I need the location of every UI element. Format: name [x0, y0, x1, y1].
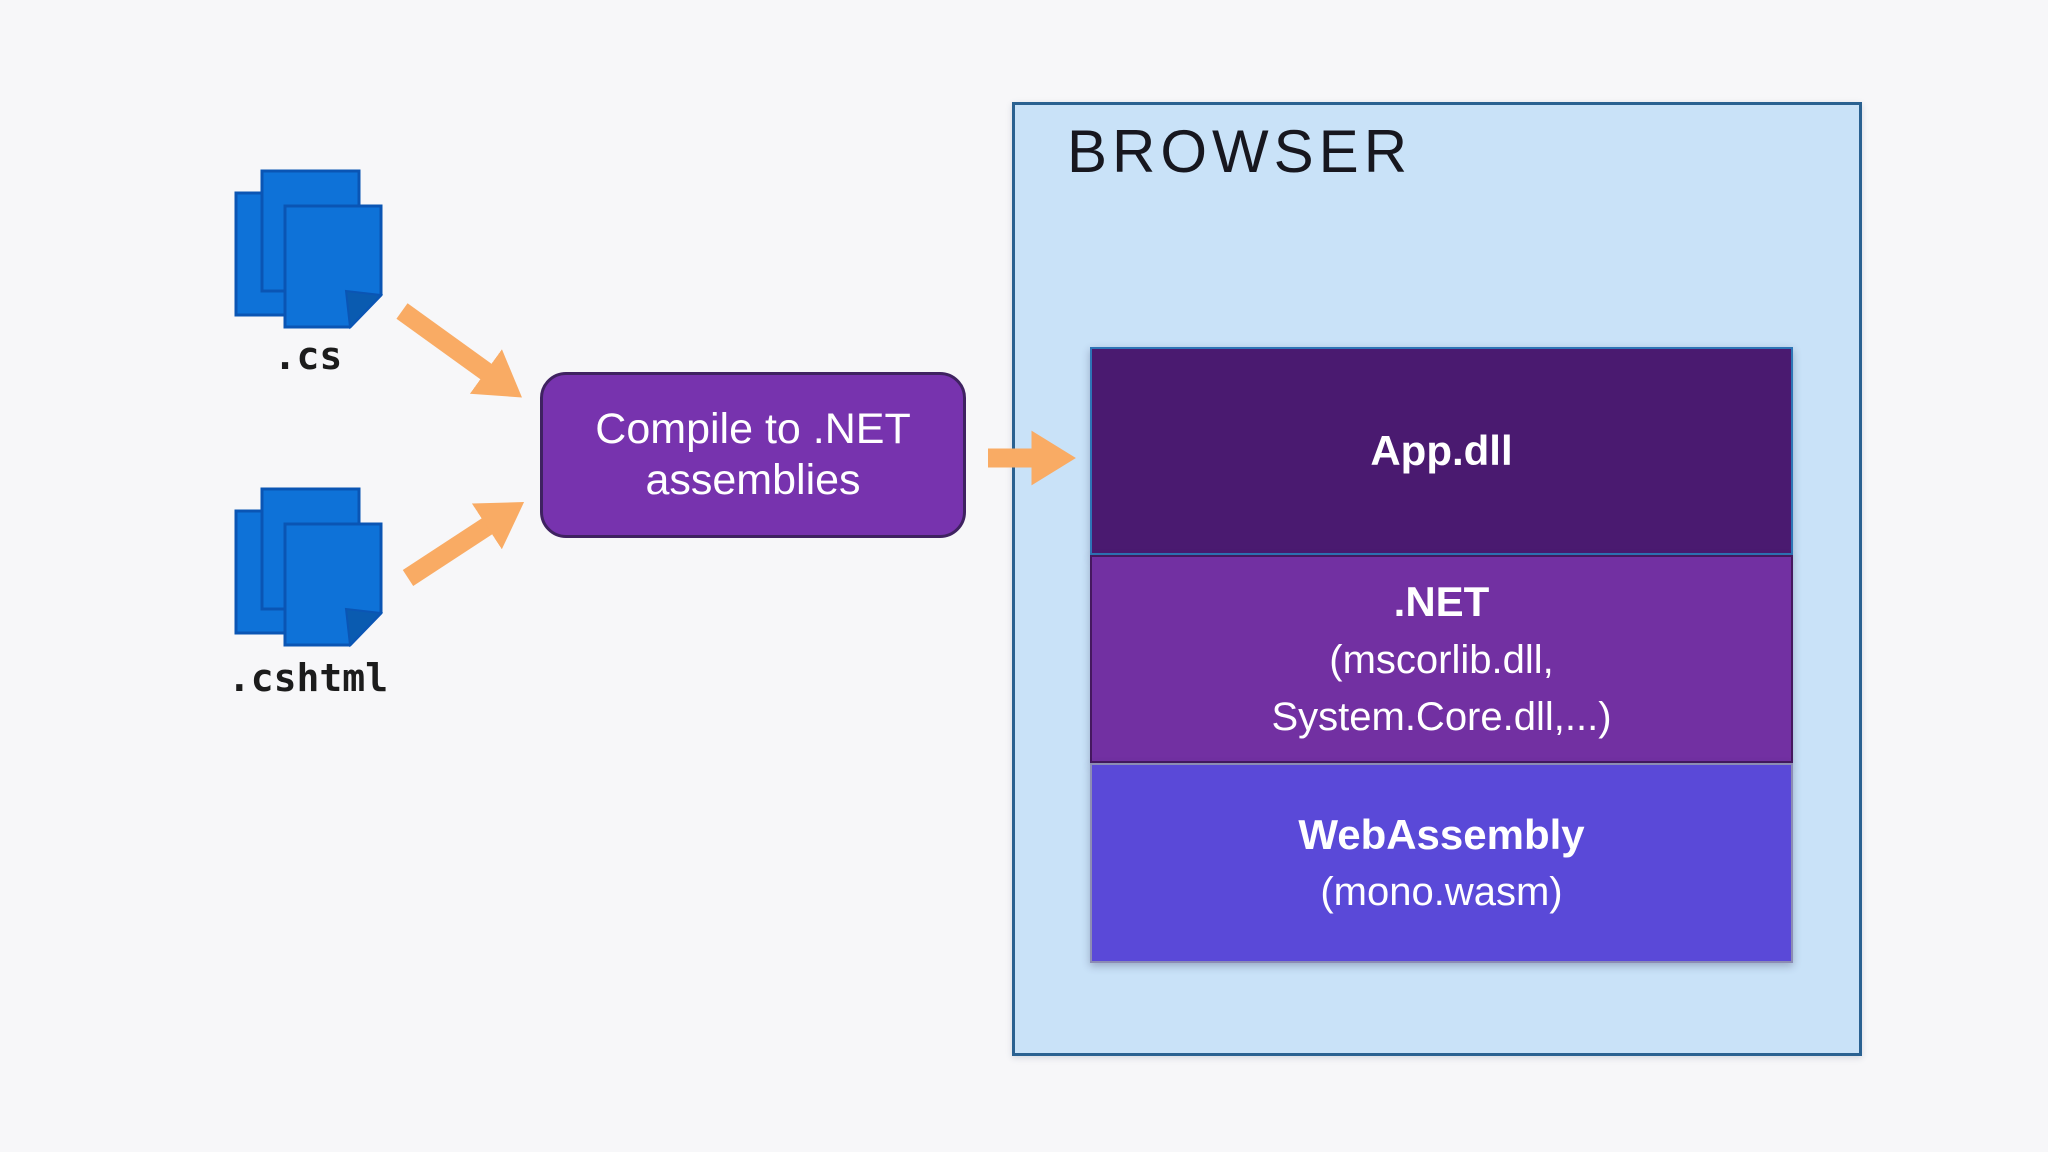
layer-app-dll: App.dll: [1090, 347, 1793, 555]
browser-title: BROWSER: [1067, 118, 1413, 185]
layer-dotnet: .NET (mscorlib.dll, System.Core.dll,...): [1090, 555, 1793, 763]
cshtml-file-label: .cshtml: [227, 656, 389, 700]
layer-app-dll-title: App.dll: [1370, 427, 1513, 475]
layer-dotnet-subtitle-line2: System.Core.dll,...): [1271, 694, 1612, 739]
browser-container: BROWSER App.dll .NET (mscorlib.dll, Syst…: [1012, 102, 1862, 1056]
layer-webassembly-subtitle: (mono.wasm): [1320, 870, 1563, 915]
layer-dotnet-subtitle-line1: (mscorlib.dll,: [1329, 638, 1554, 683]
cshtml-document-stack-icon: [234, 487, 383, 648]
compile-step-label-line2: assemblies: [645, 456, 861, 504]
layer-webassembly-title: WebAssembly: [1298, 810, 1585, 858]
compile-step-label-line1: Compile to .NET: [595, 405, 911, 454]
arrow-cshtml-to-compile: [402, 502, 525, 586]
layer-webassembly: WebAssembly (mono.wasm): [1090, 763, 1793, 963]
cs-file-label: .cs: [273, 334, 343, 378]
cs-document-stack-icon: [234, 169, 383, 330]
compile-step-box: Compile to .NET assemblies: [540, 372, 966, 538]
layer-dotnet-title: .NET: [1393, 578, 1490, 626]
